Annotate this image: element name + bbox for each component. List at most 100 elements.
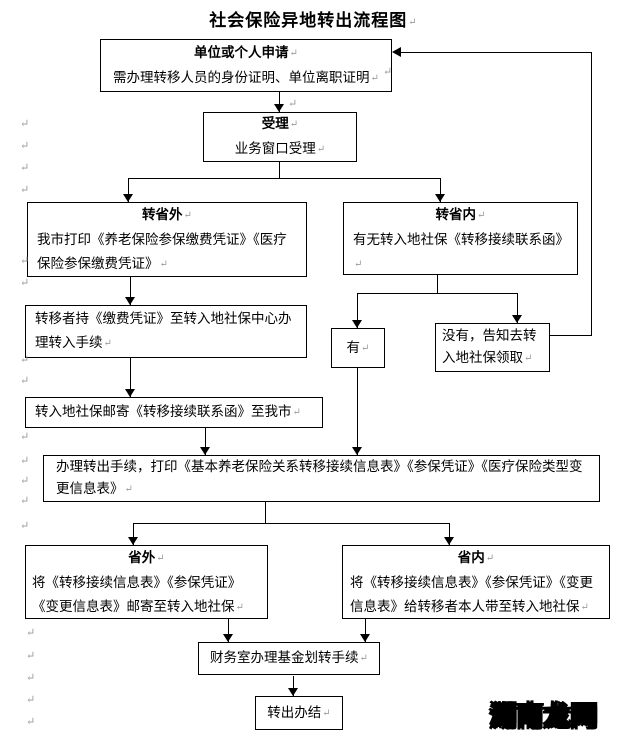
node-outside-body: 将《转移接续信息表》《参保凭证》《变更信息表》邮寄至转入地社保↵ (32, 575, 244, 615)
arrowhead-left-icon (392, 47, 401, 57)
arrowhead-down-icon (352, 320, 362, 328)
node-out-province-body: 我市打印《养老保险参保缴费凭证》《医疗保险参保缴费凭证》↵ (37, 232, 287, 272)
node-mail-letter-body: 转入地社保邮寄《转移接续联系函》至我市↵ (35, 404, 301, 420)
node-in-province: 转省内↵ 有无转入地社保《转移接续联系函》↵ (343, 202, 578, 275)
return-mark: ↵ (20, 276, 30, 289)
connector-to-out-province (128, 178, 129, 202)
node-finance-body: 财务室办理基金划转手续↵ (210, 650, 368, 666)
connector-feedback-vertical (591, 52, 592, 336)
return-mark: ↵ (20, 494, 30, 507)
node-apply-body: 需办理转移人员的身份证明、单位离职证明↵ (113, 69, 379, 86)
return-mark: ↵ (20, 353, 30, 366)
node-no: 没有，告知去转入地社保领取↵ (435, 323, 550, 372)
return-mark: ↵ (26, 626, 36, 639)
node-transfer-out: 办理转出手续，打印《基本养老保险关系转移接续信息表》《参保凭证》《医疗保险类型变… (43, 455, 600, 502)
arrowhead-down-icon (200, 447, 210, 455)
arrowhead-down-icon (360, 634, 370, 642)
page-title: 社会保险异地转出流程图↵ (0, 6, 627, 31)
return-mark: ↵ (20, 374, 30, 387)
return-mark: ↵ (361, 342, 370, 354)
arrowhead-down-icon (352, 447, 362, 455)
return-mark: ↵ (20, 117, 30, 130)
arrowhead-down-icon (444, 537, 454, 545)
node-accept-body: 业务窗口受理↵ (234, 141, 326, 157)
node-no-body: 没有，告知去转入地社保领取↵ (442, 328, 537, 366)
return-mark: ↵ (103, 338, 112, 349)
connector-finance-done (293, 676, 294, 696)
node-yes-body: 有↵ (346, 339, 370, 356)
return-mark: ↵ (289, 119, 299, 130)
node-out-province: 转省外↵ 我市打印《养老保险参保缴费凭证》《医疗保险参保缴费凭证》↵ (27, 202, 307, 277)
return-mark: ↵ (359, 653, 368, 664)
connector-apply-accept (279, 92, 280, 112)
connector-to-yes (357, 293, 358, 328)
arrowhead-down-icon (512, 315, 522, 323)
node-done-body: 转出办结↵ (267, 704, 331, 721)
return-mark: ↵ (408, 17, 418, 28)
connector-mail-transferout (205, 428, 206, 455)
return-mark: ↵ (124, 484, 133, 495)
return-mark: ↵ (159, 259, 168, 270)
return-mark: ↵ (26, 715, 36, 728)
arrowhead-down-icon (223, 634, 233, 642)
arrowhead-down-icon (125, 297, 135, 305)
connector-inprov-split-stem (437, 275, 438, 294)
return-mark: ↵ (20, 519, 30, 532)
connector-holder-mail (130, 358, 131, 397)
node-in-province-title: 转省内↵ (435, 207, 486, 223)
connector-to-no (517, 293, 518, 323)
return-mark: ↵ (354, 259, 363, 270)
node-finance: 财务室办理基金划转手续↵ (198, 642, 380, 675)
return-mark: ↵ (26, 649, 36, 662)
return-mark: ↵ (289, 47, 298, 59)
connector-yes-transferout (357, 368, 358, 455)
return-mark: ↵ (20, 183, 30, 196)
return-mark: ↵ (524, 353, 533, 364)
node-transfer-out-body: 办理转出手续，打印《基本养老保险关系转移接续信息表》《参保凭证》《医疗保险类型变… (56, 459, 583, 497)
connector-accept-split-bar (128, 178, 441, 179)
return-mark: ↵ (316, 144, 326, 155)
connector-to-inside (449, 523, 450, 545)
node-yes: 有↵ (331, 328, 385, 368)
connector-outside-finance (228, 619, 229, 642)
return-mark: ↵ (26, 693, 36, 706)
node-done: 转出办结↵ (255, 696, 343, 730)
node-holder-go-body: 转移者持《缴费凭证》至转入地社保中心办理转入手续↵ (35, 311, 292, 351)
arrowhead-down-icon (123, 194, 133, 202)
connector-feedback-top (401, 52, 591, 53)
node-inside: 省内↵ 将《转移接续信息表》《参保凭证》《变更信息表》给转移者本人带至转入地社保… (342, 545, 610, 619)
node-inside-body: 将《转移接续信息表》《参保凭证》《变更信息表》给转移者本人带至转入地社保↵ (350, 575, 593, 615)
return-mark: ↵ (183, 210, 192, 221)
watermark-part1: 湖南 (489, 701, 545, 733)
node-mail-letter: 转入地社保邮寄《转移接续联系函》至我市↵ (25, 397, 323, 428)
page-title-text: 社会保险异地转出流程图 (209, 11, 408, 31)
node-out-province-title: 转省外↵ (142, 207, 192, 223)
return-mark: ↵ (322, 707, 331, 719)
node-in-province-body: 有无转入地社保《转移接续联系函》↵ (353, 232, 569, 270)
connector-outprov-holder (130, 277, 131, 305)
return-mark: ↵ (20, 474, 30, 487)
return-mark: ↵ (477, 210, 486, 221)
return-mark: ↵ (20, 254, 30, 267)
node-outside-title: 省外↵ (128, 550, 165, 566)
connector-inprov-split-bar (357, 293, 518, 294)
node-inside-title: 省内↵ (457, 550, 495, 566)
node-outside: 省外↵ 将《转移接续信息表》《参保凭证》《变更信息表》邮寄至转入地社保↵ (25, 545, 268, 619)
return-mark: ↵ (20, 139, 30, 152)
arrowhead-down-icon (435, 194, 445, 202)
connector-accept-split-stem (279, 162, 280, 179)
node-accept: 受理↵ 业务窗口受理↵ (203, 112, 357, 162)
return-mark: ↵ (292, 407, 301, 418)
connector-to-in-province (440, 178, 441, 202)
connector-feedback-bottom (550, 335, 592, 336)
return-mark: ↵ (383, 65, 393, 78)
node-apply-title: 单位或个人申请↵ (194, 44, 298, 61)
return-mark: ↵ (20, 430, 30, 443)
connector-inside-finance (365, 619, 366, 642)
return-mark: ↵ (235, 602, 244, 613)
node-accept-title: 受理↵ (261, 116, 299, 132)
arrowhead-down-icon (274, 104, 284, 112)
return-mark: ↵ (485, 553, 495, 564)
watermark: 湖南龙网 (489, 696, 598, 733)
